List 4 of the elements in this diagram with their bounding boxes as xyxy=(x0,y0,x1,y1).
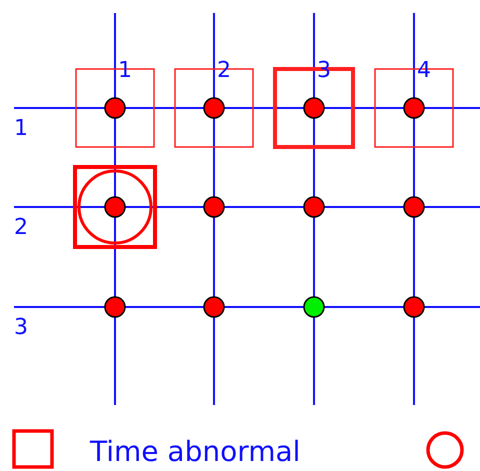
row-number: 3 xyxy=(14,317,28,339)
legend-text: Time abnormal xyxy=(90,436,300,468)
row-number: 2 xyxy=(14,217,28,239)
row-number: 1 xyxy=(14,118,28,140)
